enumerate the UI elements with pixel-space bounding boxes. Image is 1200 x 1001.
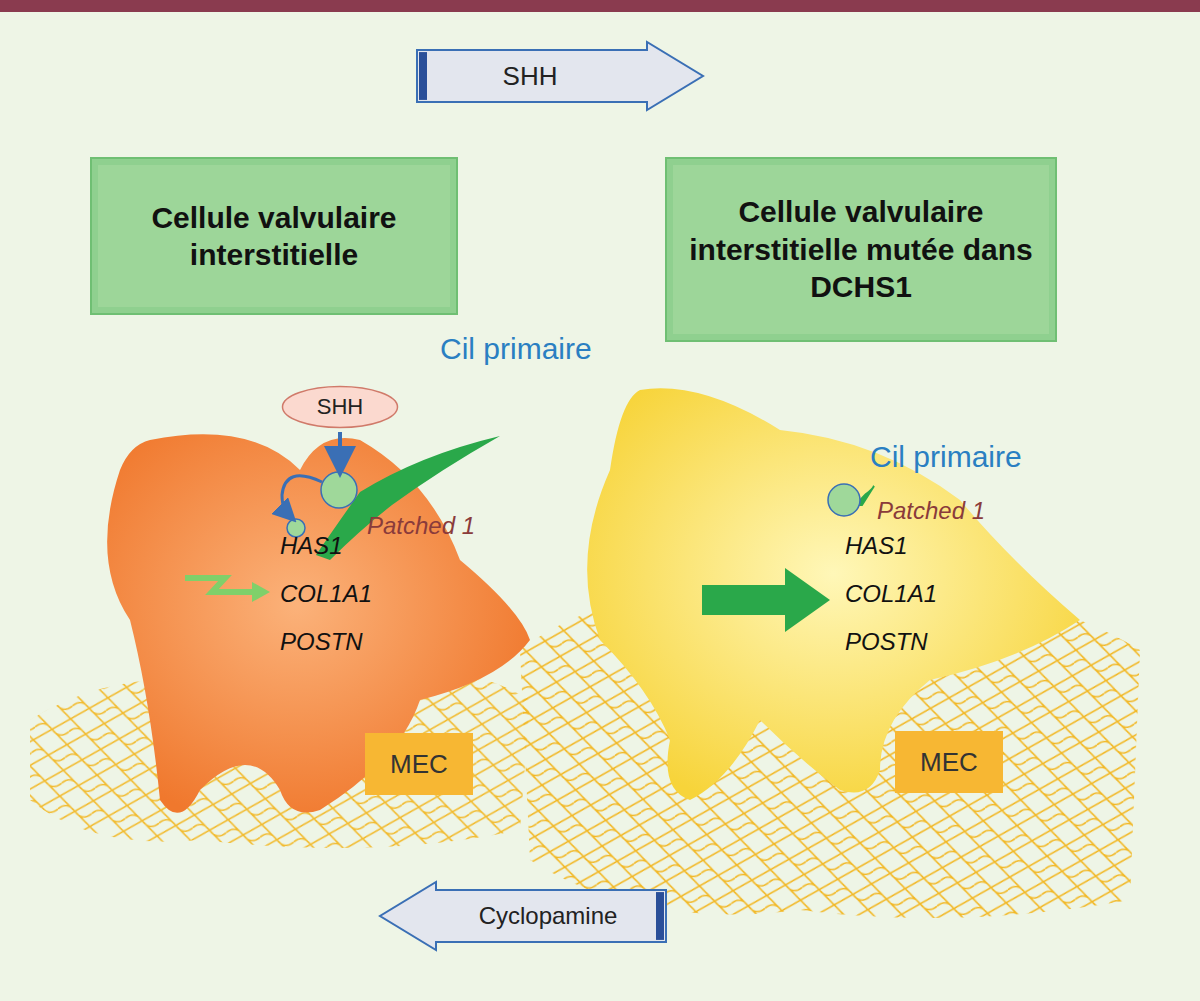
interstitial-cell xyxy=(107,434,530,813)
matrix-box: MEC xyxy=(895,731,1003,793)
node-outline xyxy=(415,40,705,112)
node-outline xyxy=(90,157,458,315)
gene-name: HAS1 xyxy=(280,532,343,560)
primary-cilium xyxy=(316,436,500,560)
inhibitor-arrow: Cyclopamine xyxy=(378,880,668,952)
weak-expression-arrow-head xyxy=(252,582,270,602)
strong-expression-arrow xyxy=(702,568,830,632)
receptor-label: Patched 1 xyxy=(367,512,475,540)
cell-box: Cellule valvulaire interstitielle xyxy=(90,157,458,315)
receptor-label: Patched 1 xyxy=(877,497,985,525)
gene-name: COL1A1 xyxy=(845,580,937,608)
internalisation-arrow xyxy=(282,476,322,514)
gene-name: HAS1 xyxy=(845,532,908,560)
cilium-label: Cil primaire xyxy=(870,440,1022,474)
treatment-arrow: SHH xyxy=(415,40,705,112)
cilium-label: Cil primaire xyxy=(440,332,592,366)
patched-receptor xyxy=(321,472,357,508)
node-text: MEC xyxy=(920,746,978,779)
gene-name: POSTN xyxy=(280,628,363,656)
ligand-ellipse: SHH xyxy=(281,385,399,429)
signal-arrow xyxy=(338,432,342,462)
node-text: Cellule valvulaire interstitielle mutée … xyxy=(679,193,1043,306)
mutated-cell xyxy=(587,388,1080,800)
node-text: SHH xyxy=(317,393,363,421)
patched-receptor xyxy=(828,484,860,516)
cell-box: Cellule valvulaire interstitielle mutée … xyxy=(665,157,1057,342)
weak-expression-arrow xyxy=(185,578,256,592)
top-band xyxy=(0,0,1200,12)
node-text: Cyclopamine xyxy=(479,901,618,931)
node-text: SHH xyxy=(503,60,558,93)
node-text: Cellule valvulaire interstitielle xyxy=(104,199,444,274)
matrix-box: MEC xyxy=(365,733,473,795)
gene-name: POSTN xyxy=(845,628,928,656)
node-text: MEC xyxy=(390,748,448,781)
gene-name: COL1A1 xyxy=(280,580,372,608)
